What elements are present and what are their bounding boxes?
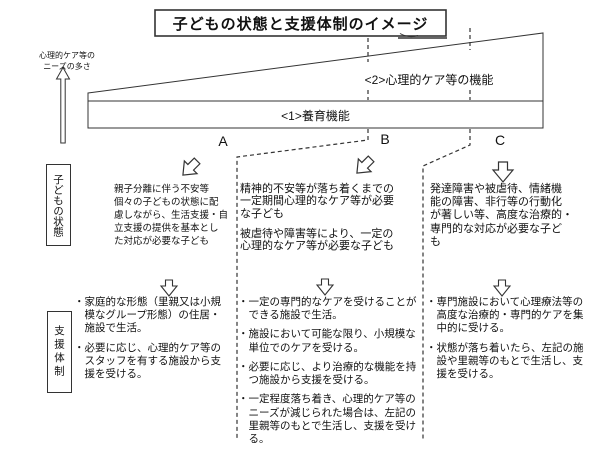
page-title: 子どもの状態と支援体制のイメージ bbox=[172, 15, 429, 33]
paragraph: 被虐待や障害等により、一定の 心理的なケア等が必要な子ども bbox=[240, 227, 394, 253]
bullet-item: ・一定の専門的なケアを受けることが できる施設で生活。 bbox=[238, 296, 417, 322]
bullet-item: ・必要に応じ、心理的ケア等の スタッフを有する施設から支 援を受ける。 bbox=[74, 341, 221, 381]
column-c-arrow-down-icon bbox=[491, 161, 515, 183]
bullet-item: ・状態が落ち着いたら、左記の施 設や里親等のもとで生活し、支 援を受ける。 bbox=[426, 341, 584, 381]
column-b-flow-arrow-down-icon bbox=[315, 278, 335, 296]
column-a-support-text: ・家庭的な形態（里親又は小規 模なグループ形態）の住居・ 施設で生活。 ・必要に… bbox=[74, 296, 234, 381]
needs-axis-arrow-up-icon bbox=[55, 66, 71, 144]
bullet-item: ・必要に応じ、より治療的な機能を持 つ施設から支援を受ける。 bbox=[238, 360, 417, 387]
column-a-letter: A bbox=[218, 133, 228, 149]
care-function-label: <2>心理的ケア等の機能 bbox=[364, 73, 494, 87]
bullet-item: ・専門施設において心理療法等の 高度な治療的・専門的ケアを集 中的に受ける。 bbox=[426, 296, 584, 335]
column-a-flow-arrow-down-icon bbox=[159, 279, 179, 297]
row-label-support-system: 支援体制 bbox=[47, 311, 72, 393]
column-b-state-text: 精神的不安等が落ち着くまでの 一定期間心理的なケア等が必要 な子ども 被虐待や障… bbox=[240, 183, 412, 253]
row-label-child-state: 子どもの状態 bbox=[46, 164, 71, 246]
bullet-item: ・施設において可能な限り、小規模な 単位でのケアを受ける。 bbox=[238, 328, 416, 354]
column-b-arrow-down-left-icon bbox=[356, 155, 375, 174]
column-a-arrow-down-left-icon bbox=[182, 157, 201, 176]
bullet-item: ・一定程度落ち着き、心理的ケア等の ニーズが減じられた場合は、左記の 里親等のも… bbox=[238, 393, 416, 445]
column-b-dashed-border bbox=[236, 129, 369, 440]
bullet-item: ・家庭的な形態（里親又は小規 模なグループ形態）の住居・ 施設で生活。 bbox=[74, 296, 221, 335]
paragraph: 発達障害や被虐待、情緒機 能の障害、非行等の行動化 が著しい等、高度な治療的・ … bbox=[430, 183, 573, 248]
needs-axis-label: 心理的ケア等の ニーズの多さ bbox=[39, 51, 95, 71]
paragraph: 精神的不安等が落ち着くまでの 一定期間心理的なケア等が必要 な子ども bbox=[240, 183, 394, 220]
title-box-frame bbox=[154, 9, 447, 37]
column-a-state-text: 親子分離に伴う不安等 個々の子どもの状態に配 慮しながら、生活支援・自 立支援の… bbox=[114, 183, 236, 249]
rearing-function-band bbox=[87, 100, 544, 129]
column-c-letter: C bbox=[494, 132, 506, 148]
column-c-state-text: 発達障害や被虐待、情緒機 能の障害、非行等の行動化 が著しい等、高度な治療的・ … bbox=[430, 183, 582, 249]
rearing-function-label: <1>養育機能 bbox=[281, 109, 350, 123]
column-b-letter: B bbox=[380, 131, 390, 147]
column-c-support-text: ・専門施設において心理療法等の 高度な治療的・専門的ケアを集 中的に受ける。 ・… bbox=[426, 296, 591, 381]
column-c-dashed-border bbox=[422, 129, 471, 440]
title-box-shadow-curl bbox=[399, 33, 419, 38]
column-b-support-text: ・一定の専門的なケアを受けることが できる施設で生活。 ・施設において可能な限り… bbox=[238, 296, 420, 446]
care-function-wedge bbox=[87, 32, 544, 102]
column-c-flow-arrow-down-icon bbox=[492, 279, 512, 297]
paragraph: 親子分離に伴う不安等 個々の子どもの状態に配 慮しながら、生活支援・自 立支援の… bbox=[114, 184, 229, 248]
